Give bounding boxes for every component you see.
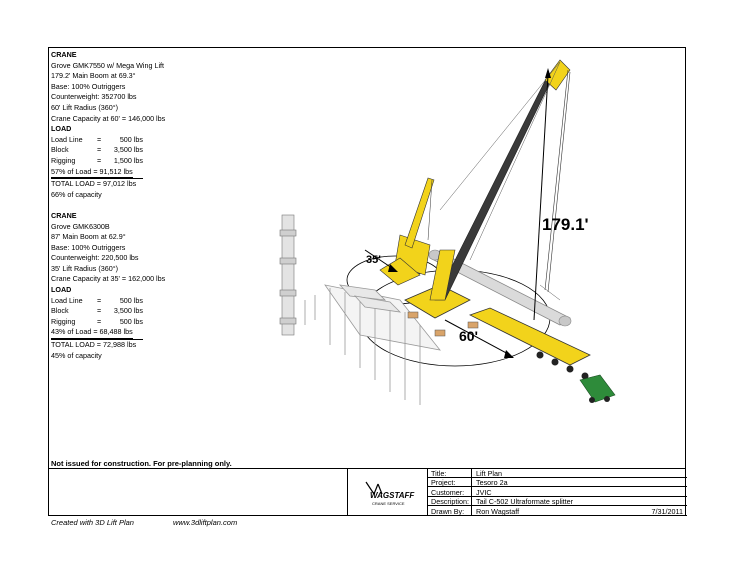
boom-length-label: 179.1' <box>542 215 589 234</box>
crane1-load-row: Block=3,500 lbs <box>51 145 143 155</box>
main-crane-gmk7550 <box>404 59 591 380</box>
customer-value: JVIC <box>476 487 492 497</box>
logo-name: WAGSTAFF <box>370 491 415 500</box>
logo-subtitle: CRANE SERVICE <box>372 501 405 506</box>
crane2-total-load: TOTAL LOAD = 72,988 lbs <box>51 339 143 351</box>
crane2-line: Grove GMK6300B <box>51 221 110 231</box>
crane2-line: 35' Lift Radius (360°) <box>51 263 118 273</box>
crane1-pct-load: 57% of Load = 91,512 lbs <box>51 167 133 179</box>
crane1-heading: CRANE <box>51 50 77 59</box>
customer-row: Customer:JVIC <box>428 487 687 497</box>
date-value: 7/31/2011 <box>651 506 683 516</box>
drawing-sheet-border <box>48 47 686 516</box>
crane2-heading: CRANE <box>51 210 77 220</box>
radius-main-label: 60' <box>459 328 478 344</box>
crane1-total-load: TOTAL LOAD = 97,012 lbs <box>51 178 143 190</box>
footer-created: Created with 3D Lift Plan <box>51 518 134 527</box>
footer-url[interactable]: www.3dliftplan.com <box>173 518 238 527</box>
radius-tail-label: 35' <box>366 254 381 266</box>
crane1-line: Grove GMK7550 w/ Mega Wing Lift <box>51 60 165 70</box>
crane2-line: Counterweight: 220,500 lbs <box>51 253 139 263</box>
project-row: Project:Tesoro 2a <box>428 477 687 488</box>
project-value: Tesoro 2a <box>476 478 508 488</box>
pipe-rack-structure <box>304 284 441 405</box>
crane1-line: Crane Capacity at 60' = 146,000 lbs <box>51 113 166 123</box>
crane-spec-panel: CRANE Grove GMK7550 w/ Mega Wing Lift 17… <box>51 50 211 361</box>
crane2-line: 87' Main Boom at 62.9° <box>51 232 126 242</box>
tailing-crane-gmk6300b <box>379 177 435 286</box>
crane2-load-row: Rigging=500 lbs <box>51 316 143 326</box>
crane2-load-heading: LOAD <box>51 285 72 295</box>
crane2-capacity: 45% of capacity <box>51 350 102 360</box>
crane1-load-row: Rigging=1,500 lbs <box>51 155 143 165</box>
title-value: Lift Plan <box>476 468 502 478</box>
company-logo: WAGSTAFF CRANE SERVICE <box>347 468 428 516</box>
crane1-capacity: 66% of capacity <box>51 189 102 199</box>
crane2-line: Crane Capacity at 35' = 162,000 lbs <box>51 274 166 284</box>
crane2-line: Base: 100% Outriggers <box>51 242 126 252</box>
boom-length-arrow <box>533 74 549 321</box>
crane2-load-row: Block=3,500 lbs <box>51 306 143 316</box>
radius-arrow <box>444 319 511 356</box>
stack-tower <box>279 214 297 336</box>
crane1-line: Counterweight: 352700 lbs <box>51 92 137 102</box>
title-block-divider <box>48 468 686 469</box>
transport-truck <box>579 374 616 403</box>
crane1-line: Base: 100% Outriggers <box>51 81 126 91</box>
construction-notice: Not issued for construction. For pre-pla… <box>51 459 232 468</box>
crane1-load-row: Load Line=500 lbs <box>51 134 143 144</box>
title-block: Title:Lift Plan Project:Tesoro 2a Custom… <box>427 468 687 516</box>
crane1-line: 179.2' Main Boom at 69.3° <box>51 71 136 81</box>
crane2-load-row: Load Line=500 lbs <box>51 295 143 305</box>
title-row: Title:Lift Plan <box>428 468 687 478</box>
description-value: Tail C-502 Ultraformate splitter <box>476 497 574 507</box>
drawn-by-value: Ron Wagstaff <box>476 506 520 516</box>
crane2-pct-load: 43% of Load = 68,488 lbs <box>51 327 133 340</box>
crane1-line: 60' Lift Radius (360°) <box>51 102 118 112</box>
crane1-load-heading: LOAD <box>51 124 72 134</box>
description-row: Description:Tail C-502 Ultraformate spli… <box>428 496 687 507</box>
